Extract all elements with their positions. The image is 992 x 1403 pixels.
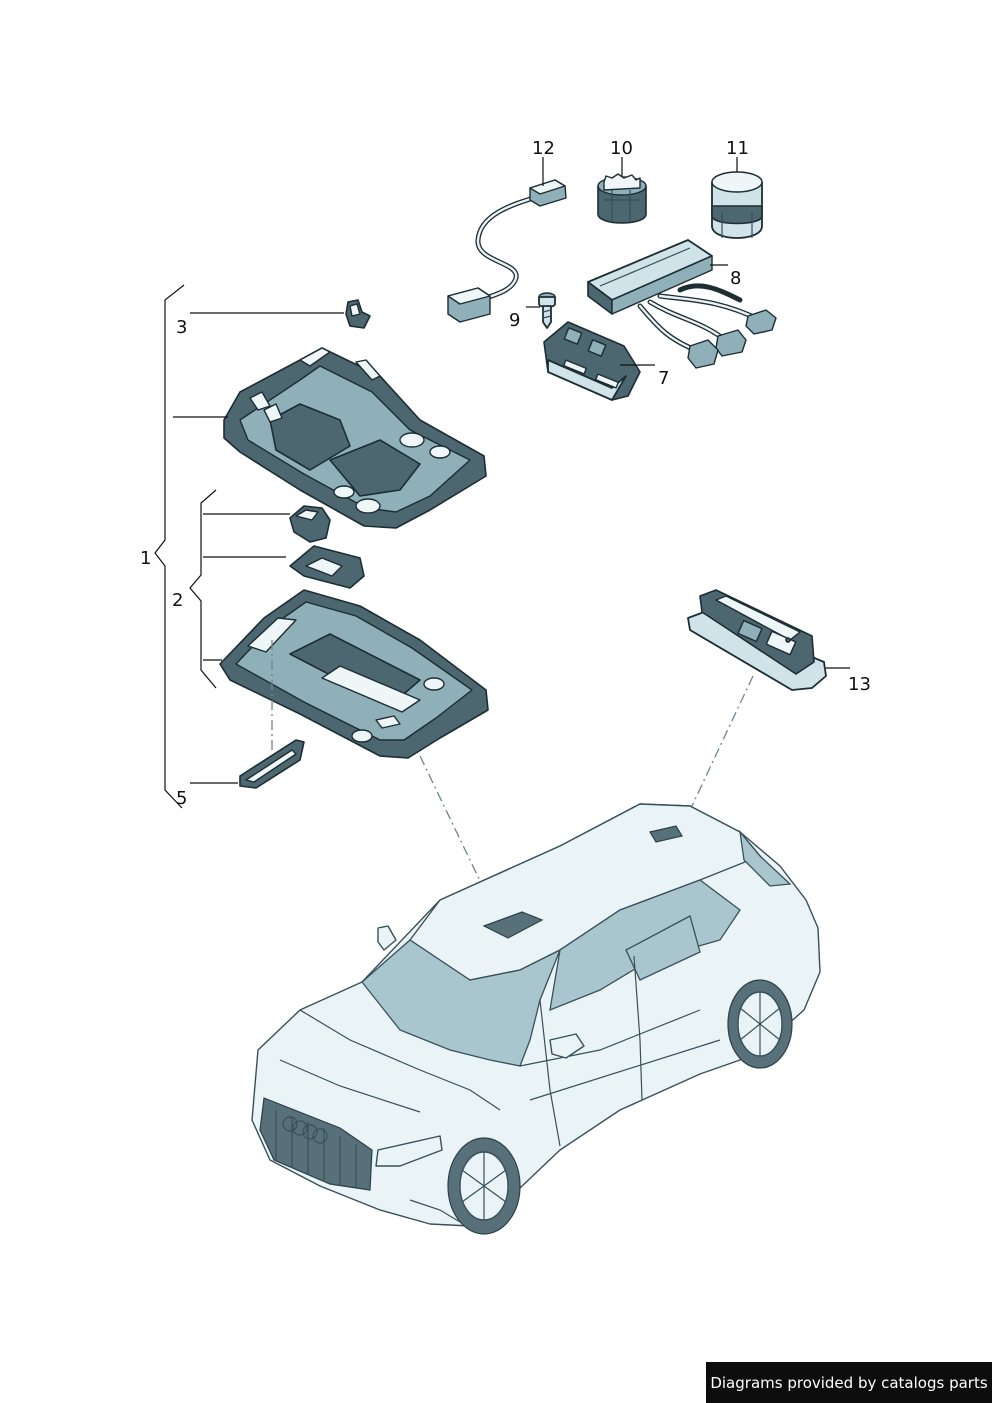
group-brace-2 [189, 489, 217, 689]
callout-10: 10 [610, 138, 633, 159]
part-12-cable-harness[interactable] [447, 179, 567, 323]
callout-2: 2 [172, 590, 183, 611]
callout-11: 11 [726, 138, 749, 159]
part-11-round-knob[interactable] [711, 171, 763, 239]
callout-5: 5 [176, 788, 187, 809]
diagram-credit-text: Diagrams provided by catalogs parts [710, 1373, 988, 1392]
callout-9: 9 [509, 310, 520, 331]
callout-3: 3 [176, 317, 187, 338]
group-brace-1 [154, 284, 185, 809]
part-10-switch-housing[interactable] [597, 173, 647, 224]
sensor-bracket[interactable] [289, 505, 331, 543]
callout-labels: 1 2 3 5 7 8 9 10 11 12 13 [140, 138, 871, 809]
vehicle-illustration [251, 803, 821, 1235]
vehicle-logo-rings [282, 1116, 328, 1144]
callout-13: 13 [848, 674, 871, 695]
callout-7: 7 [658, 368, 669, 389]
part-8-control-module[interactable] [587, 239, 777, 369]
callout-8: 8 [730, 268, 741, 289]
part-9-screw[interactable] [538, 292, 556, 329]
roof-console-cover[interactable] [219, 589, 489, 759]
part-13-dome-light[interactable] [687, 589, 827, 691]
diagram-credit-banner: Diagrams provided by catalogs parts [706, 1362, 992, 1403]
light-lens[interactable] [289, 545, 365, 589]
part-7-switch-bracket[interactable] [543, 321, 641, 401]
leader-lines [173, 157, 850, 784]
callout-12: 12 [532, 138, 555, 159]
upper-roof-console-frame[interactable] [223, 347, 487, 529]
part-3-clip[interactable] [345, 299, 371, 329]
part-5-trim-strip[interactable] [239, 739, 305, 789]
callout-1: 1 [140, 548, 151, 569]
